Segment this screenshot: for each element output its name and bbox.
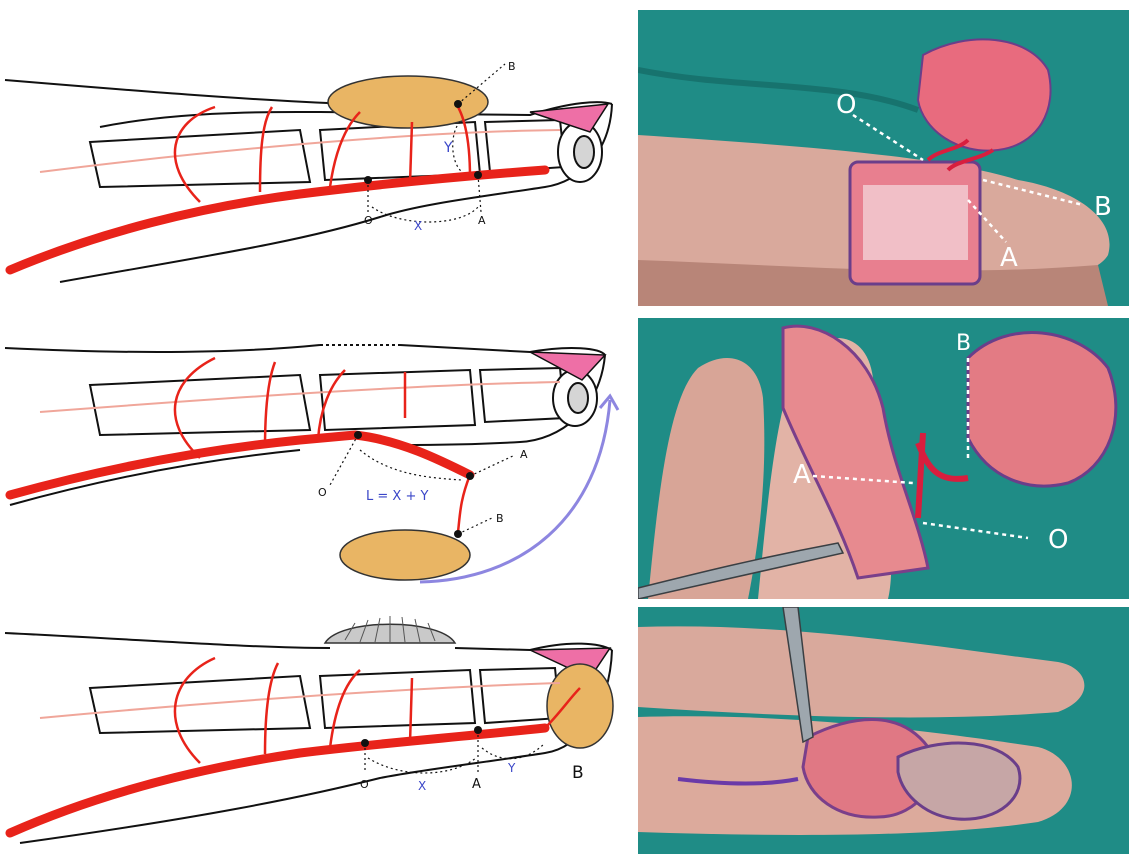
inset-flap bbox=[547, 664, 613, 748]
photo-label-b: B bbox=[956, 331, 971, 356]
photo-flap-pedicle: A B O bbox=[638, 318, 1129, 599]
label-point-b: B bbox=[496, 512, 504, 525]
raised-flap bbox=[918, 39, 1051, 150]
label-point-b: B bbox=[508, 60, 516, 73]
phalanx-bones bbox=[90, 668, 560, 733]
island-flap bbox=[968, 333, 1116, 486]
label-point-o: O bbox=[364, 214, 373, 227]
diagram-flap-design: B A O X Y bbox=[0, 12, 630, 296]
label-point-o: O bbox=[318, 486, 327, 499]
photo-flap-inset bbox=[638, 607, 1129, 854]
diagram-flap-transfer: A B O L = X + Y bbox=[0, 300, 630, 584]
label-point-a: A bbox=[520, 448, 528, 461]
transferred-flap bbox=[340, 530, 470, 580]
photo-label-a: A bbox=[793, 460, 811, 490]
diagram-flap-inset: O A B X Y bbox=[0, 578, 630, 862]
label-point-b: B bbox=[572, 763, 584, 783]
label-segment-y: Y bbox=[507, 761, 516, 775]
label-point-o: O bbox=[360, 778, 369, 791]
digital-artery bbox=[10, 435, 470, 495]
label-formula: L = X + Y bbox=[366, 489, 428, 504]
photo-label-a: A bbox=[1000, 243, 1018, 273]
photo-label-o: O bbox=[1048, 525, 1068, 555]
finger-outline bbox=[5, 633, 612, 843]
label-segment-x: X bbox=[418, 779, 426, 793]
digital-artery bbox=[10, 728, 545, 833]
label-point-a: A bbox=[472, 777, 481, 792]
digital-artery bbox=[10, 170, 545, 270]
label-segment-y: Y bbox=[443, 140, 453, 156]
photo-label-b: B bbox=[1094, 192, 1112, 222]
label-point-a: A bbox=[478, 214, 486, 227]
photo-flap-raised: O B A bbox=[638, 10, 1129, 306]
photo-label-o: O bbox=[836, 90, 856, 120]
label-segment-x: X bbox=[414, 219, 422, 233]
phalanx-bones bbox=[90, 368, 597, 435]
